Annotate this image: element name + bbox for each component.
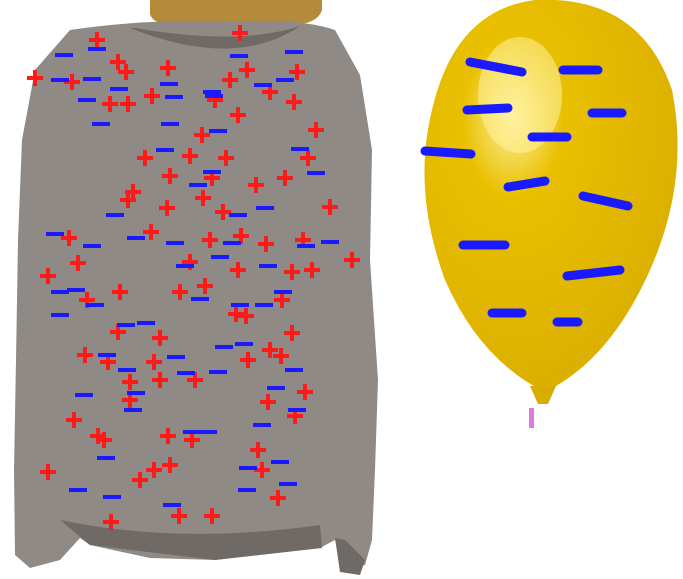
sweater-body bbox=[14, 21, 378, 570]
minus-icon bbox=[110, 87, 128, 91]
minus-icon bbox=[203, 90, 221, 94]
minus-icon bbox=[51, 78, 69, 82]
minus-icon bbox=[285, 368, 303, 372]
minus-icon bbox=[288, 408, 306, 412]
minus-icon bbox=[97, 456, 115, 460]
minus-icon bbox=[137, 321, 155, 325]
minus-icon bbox=[276, 78, 294, 82]
minus-icon bbox=[279, 482, 297, 486]
minus-icon bbox=[467, 108, 508, 110]
minus-icon bbox=[205, 94, 223, 98]
minus-icon bbox=[425, 151, 471, 154]
minus-icon bbox=[199, 430, 217, 434]
minus-icon bbox=[92, 122, 110, 126]
minus-icon bbox=[191, 297, 209, 301]
minus-icon bbox=[239, 466, 257, 470]
minus-icon bbox=[238, 488, 256, 492]
minus-icon bbox=[254, 83, 272, 87]
minus-icon bbox=[267, 386, 285, 390]
minus-icon bbox=[161, 122, 179, 126]
minus-icon bbox=[86, 303, 104, 307]
minus-icon bbox=[46, 232, 64, 236]
minus-icon bbox=[235, 342, 253, 346]
minus-icon bbox=[55, 53, 73, 57]
minus-icon bbox=[75, 393, 93, 397]
minus-icon bbox=[307, 171, 325, 175]
minus-icon bbox=[98, 353, 116, 357]
minus-icon bbox=[78, 98, 96, 102]
minus-icon bbox=[177, 371, 195, 375]
minus-icon bbox=[183, 430, 201, 434]
minus-icon bbox=[211, 255, 229, 259]
minus-icon bbox=[83, 244, 101, 248]
minus-icon bbox=[127, 391, 145, 395]
minus-icon bbox=[215, 345, 233, 349]
minus-icon bbox=[165, 95, 183, 99]
minus-icon bbox=[271, 460, 289, 464]
minus-icon bbox=[508, 181, 545, 187]
minus-icon bbox=[118, 368, 136, 372]
minus-icon bbox=[167, 355, 185, 359]
minus-icon bbox=[189, 183, 207, 187]
minus-icon bbox=[291, 147, 309, 151]
minus-icon bbox=[285, 50, 303, 54]
minus-icon bbox=[209, 129, 227, 133]
minus-icon bbox=[51, 313, 69, 317]
minus-icon bbox=[156, 148, 174, 152]
minus-icon bbox=[160, 82, 178, 86]
minus-icon bbox=[127, 236, 145, 240]
balloon-string bbox=[529, 408, 534, 428]
minus-icon bbox=[124, 408, 142, 412]
minus-icon bbox=[163, 503, 181, 507]
minus-icon bbox=[83, 77, 101, 81]
minus-icon bbox=[223, 241, 241, 245]
sweater bbox=[14, 0, 378, 575]
minus-icon bbox=[321, 240, 339, 244]
minus-icon bbox=[176, 264, 194, 268]
minus-icon bbox=[230, 54, 248, 58]
minus-icon bbox=[106, 213, 124, 217]
minus-icon bbox=[255, 303, 273, 307]
minus-icon bbox=[166, 241, 184, 245]
minus-icon bbox=[274, 290, 292, 294]
minus-icon bbox=[117, 323, 135, 327]
minus-icon bbox=[259, 264, 277, 268]
hanger-hook bbox=[150, 0, 322, 24]
minus-icon bbox=[88, 47, 106, 51]
minus-icon bbox=[567, 270, 620, 276]
minus-icon bbox=[203, 170, 221, 174]
minus-icon bbox=[51, 290, 69, 294]
minus-icon bbox=[103, 495, 121, 499]
minus-icon bbox=[69, 488, 87, 492]
minus-icon bbox=[297, 244, 315, 248]
minus-icon bbox=[67, 288, 85, 292]
minus-icon bbox=[253, 423, 271, 427]
minus-icon bbox=[256, 206, 274, 210]
minus-icon bbox=[229, 213, 247, 217]
minus-icon bbox=[231, 303, 249, 307]
minus-icon bbox=[209, 370, 227, 374]
